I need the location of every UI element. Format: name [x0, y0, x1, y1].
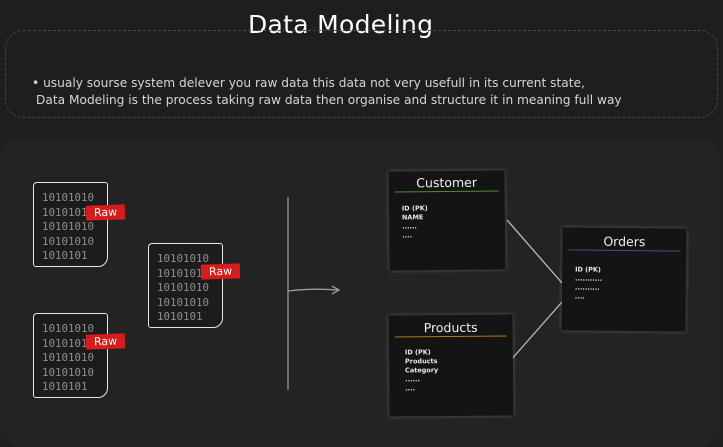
table-rule — [394, 335, 507, 338]
table-field: ID (PK) — [404, 348, 431, 357]
raw-file: 10101010 10101010 10101010 10101010 1010… — [148, 243, 223, 328]
raw-file: 10101010 10101010 10101010 10101010 1010… — [33, 313, 108, 398]
table-rule — [568, 249, 681, 252]
intro-box — [5, 30, 718, 118]
table-field: ...... — [405, 375, 420, 384]
table-field: .... — [402, 231, 413, 240]
table-field: .... — [574, 292, 585, 301]
binary-lines: 10101010 10101010 10101010 10101010 1010… — [157, 252, 210, 323]
flow-arrow-head — [331, 285, 341, 295]
table-field: Category — [405, 366, 439, 375]
table-title: Orders — [603, 233, 646, 250]
table-field: ID (PK) — [401, 204, 428, 213]
intro-line-1: • usualy sourse system delever you raw d… — [32, 76, 585, 90]
table-field: Products — [404, 357, 438, 366]
binary-lines: 10101010 10101010 10101010 10101010 1010… — [42, 322, 95, 393]
orders-table: Orders ID (PK) ........... .......... ..… — [561, 227, 687, 332]
binary-lines: 10101010 10101010 10101010 10101010 1010… — [42, 191, 95, 262]
raw-file: 10101010 10101010 10101010 10101010 1010… — [33, 182, 108, 267]
customer-orders-link — [506, 219, 563, 284]
table-field: ...... — [402, 222, 417, 231]
products-table: Products ID (PK) Products Category .....… — [388, 314, 514, 417]
table-field: ID (PK) — [575, 265, 601, 274]
divider-line — [287, 197, 289, 390]
table-rule — [394, 190, 499, 193]
table-field: .... — [405, 384, 416, 393]
customer-table: Customer ID (PK) NAME ...... .... — [388, 170, 506, 271]
table-field: .......... — [574, 283, 600, 292]
table-field: NAME — [401, 213, 424, 222]
table-title: Products — [423, 319, 478, 336]
table-field: ........... — [574, 274, 603, 283]
intro-line-2: Data Modeling is the process taking raw … — [36, 93, 622, 107]
table-title: Customer — [416, 174, 478, 191]
products-orders-link — [509, 301, 563, 362]
page-title: Data Modeling — [248, 10, 434, 39]
flow-arrow — [287, 288, 339, 292]
